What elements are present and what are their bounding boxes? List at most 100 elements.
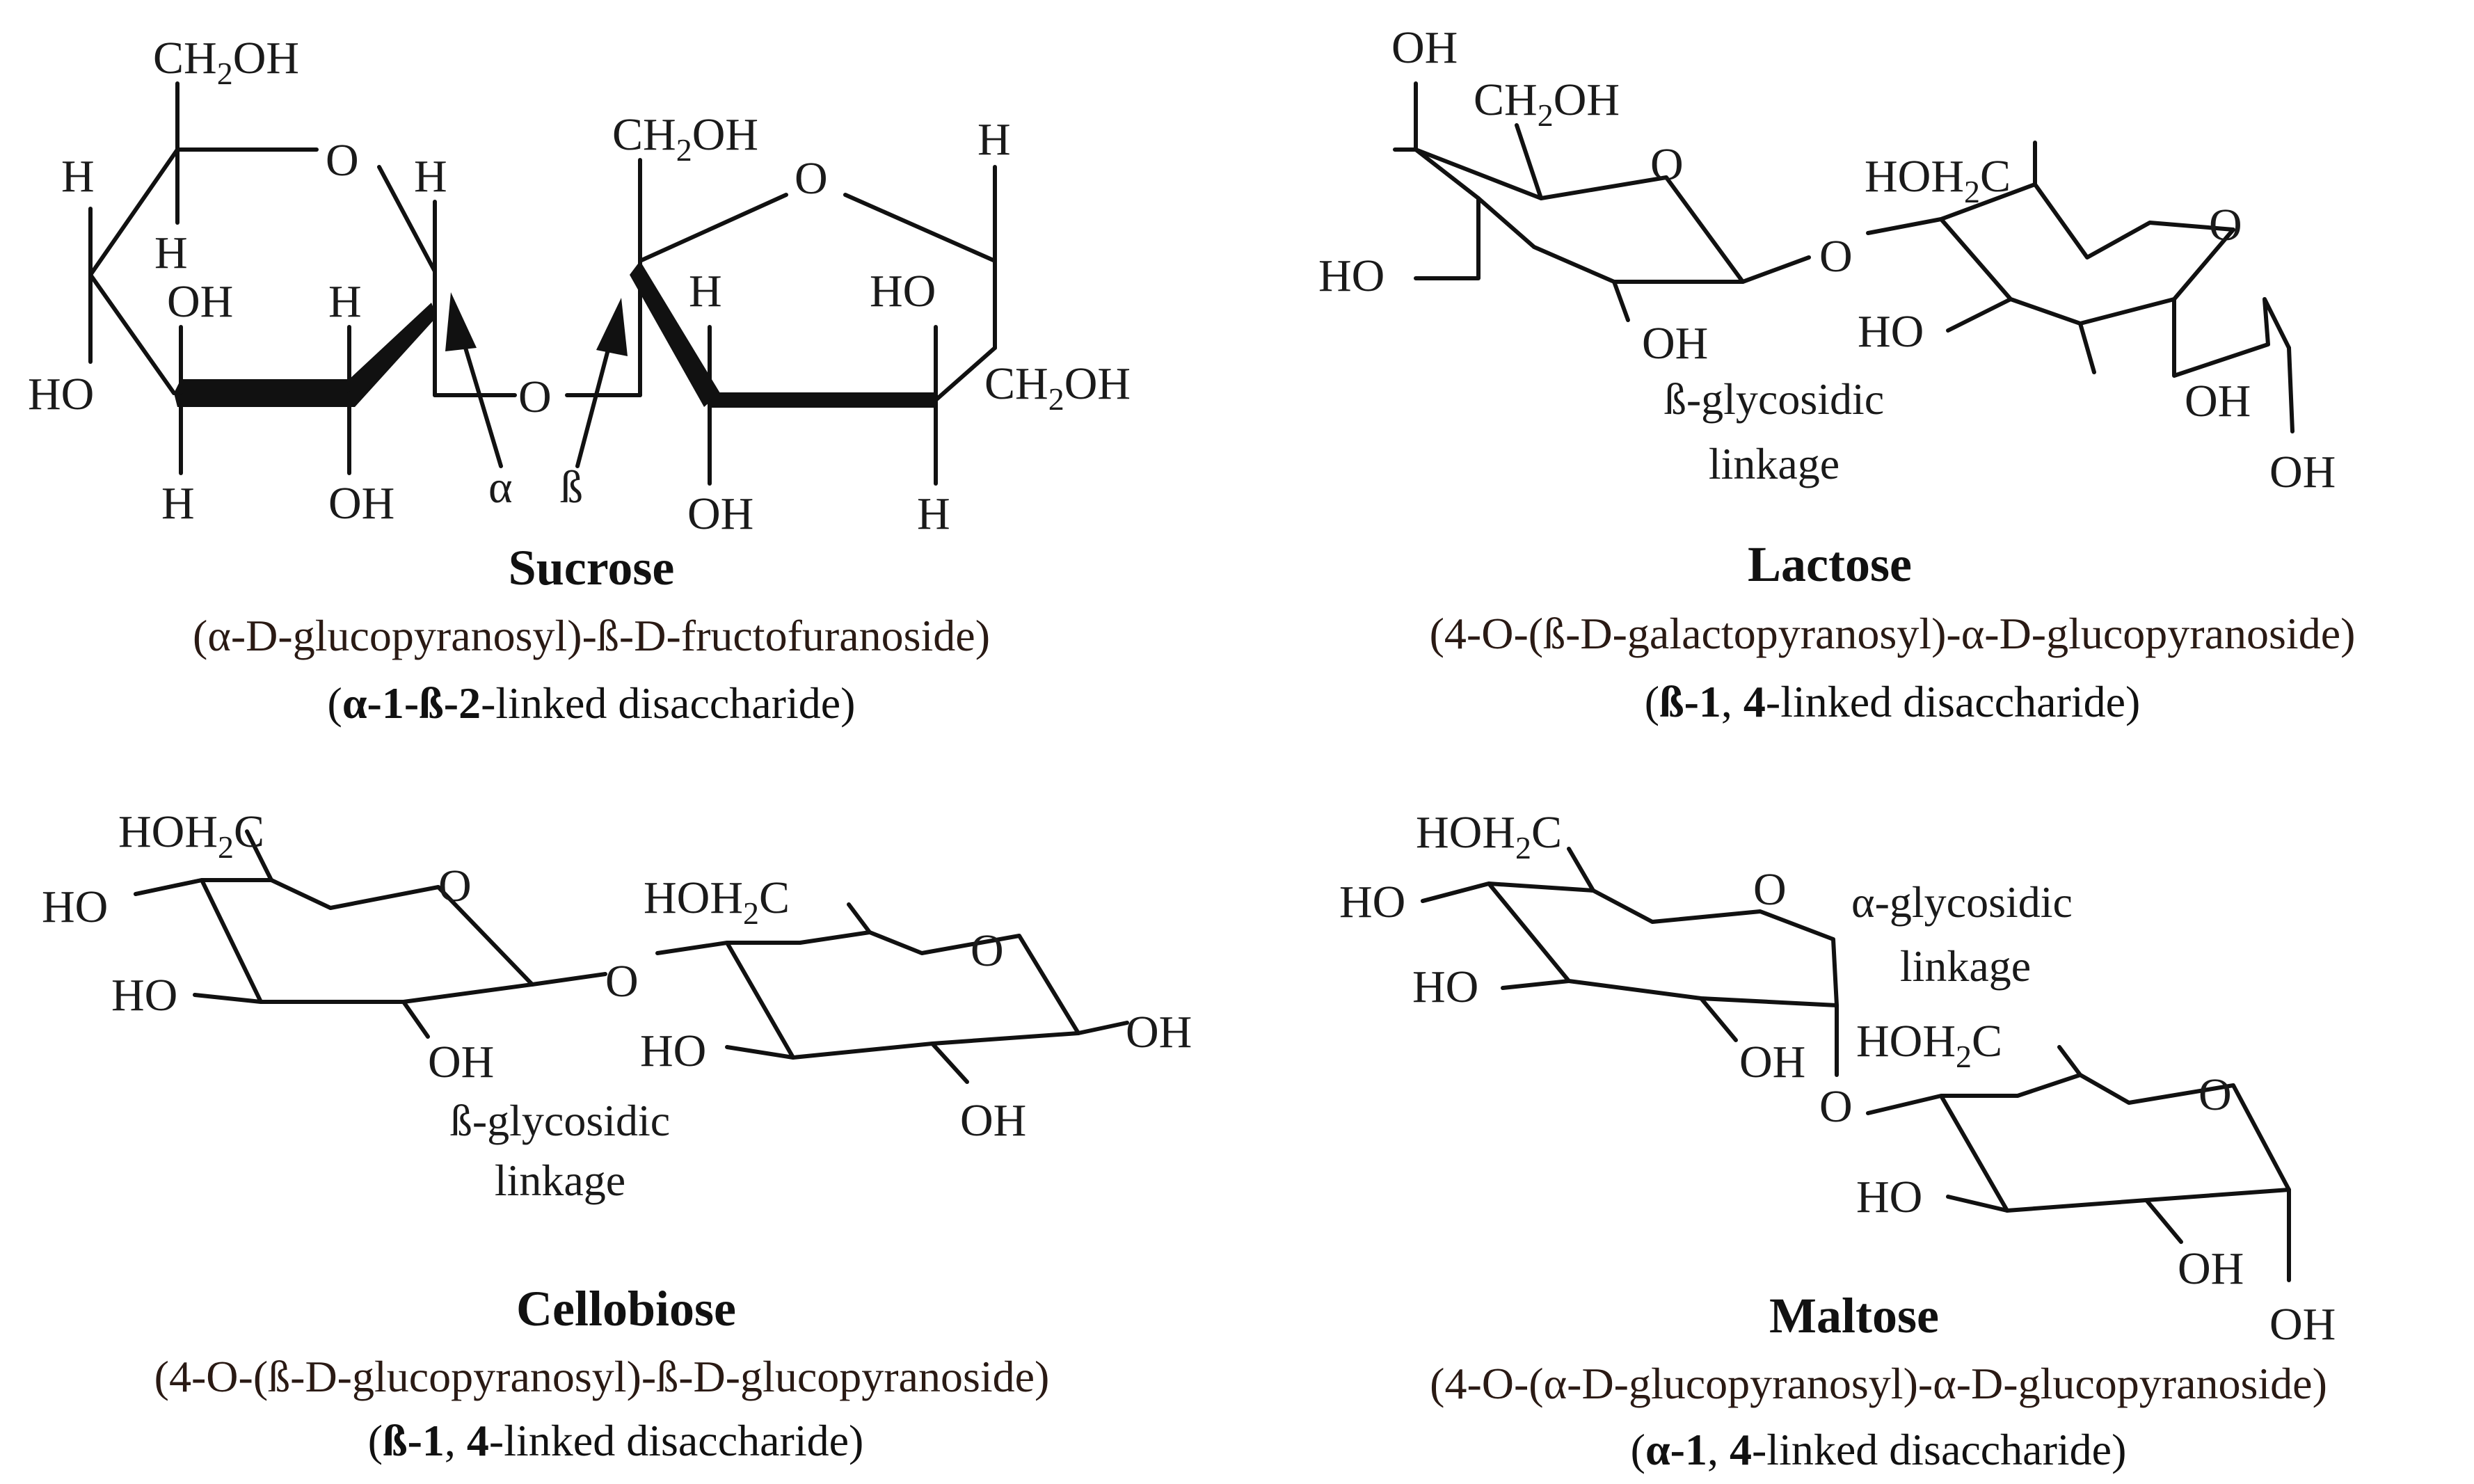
lactose-atom-label: HO xyxy=(1858,306,1924,357)
sucrose-atom-label: H xyxy=(328,276,362,327)
cellobiose-ring-oxygen-2: O xyxy=(971,925,1004,976)
cellobiose-atom-label: HO xyxy=(42,881,108,932)
sucrose-beta-arrowhead xyxy=(596,298,628,356)
maltose-ring-oxygen-2: O xyxy=(2198,1069,2232,1120)
sucrose-bond xyxy=(934,346,997,402)
cellobiose-title: Cellobiose xyxy=(516,1281,736,1337)
lactose-atom-label: OH xyxy=(1391,22,1458,73)
cellobiose-caption: Cellobiose (4-O-(ß-D-glucopyranosyl)-ß-D… xyxy=(154,1281,1050,1465)
lactose-ring-oxygen-2: O xyxy=(2209,200,2242,250)
maltose-glycosidic-label-line1: α-glycosidic xyxy=(1851,877,2073,927)
lactose-title: Lactose xyxy=(1748,536,1912,592)
sucrose-linkage: (α-1-ß-2-linked disaccharide) xyxy=(328,678,856,728)
sucrose-atom-label: CH2OH xyxy=(984,358,1131,417)
sucrose-atom-label: H xyxy=(917,488,950,539)
cellobiose-bond xyxy=(401,1000,430,1039)
maltose-bond xyxy=(2144,1198,2183,1244)
maltose-bond xyxy=(1946,1195,2009,1213)
cellobiose-bond xyxy=(245,829,273,882)
maltose-bond xyxy=(1501,979,1571,990)
sucrose-atom-label: HO xyxy=(28,369,94,420)
cellobiose-bond xyxy=(847,902,872,934)
maltose-title: Maltose xyxy=(1769,1288,1939,1343)
sucrose-systematic-name: (α-D-glucopyranosyl)-ß-D-fructofuranosid… xyxy=(193,611,990,660)
cellobiose-atom-label: HO xyxy=(640,1026,706,1076)
sucrose-ring-oxygen: O xyxy=(326,135,359,186)
cellobiose-atom-label: HO xyxy=(111,970,177,1021)
sucrose-bond xyxy=(377,165,437,273)
cellobiose-bond xyxy=(930,1042,969,1084)
sucrose-atom-label: OH xyxy=(328,478,394,529)
maltose-bond xyxy=(1421,881,1491,903)
maltose-ring-oxygen: O xyxy=(1753,864,1787,915)
sucrose-bond xyxy=(88,273,176,395)
sucrose-bond xyxy=(638,193,788,263)
cellobiose-glycosidic-oxygen: O xyxy=(605,956,639,1007)
maltose-atom-label: HO xyxy=(1856,1172,1922,1222)
sucrose-title: Sucrose xyxy=(509,540,675,596)
maltose-atom-label: HOH2C xyxy=(1416,807,1562,865)
cellobiose-glycosidic-label-line2: linkage xyxy=(495,1156,625,1205)
maltose-atom-label: OH xyxy=(1739,1037,1805,1087)
maltose-bond xyxy=(2057,1045,2082,1077)
cellobiose-atom-label: OH xyxy=(1126,1007,1192,1058)
cellobiose-atom-label: HOH2C xyxy=(644,872,790,931)
sucrose-atom-label: H xyxy=(977,114,1011,165)
maltose-atom-label: HO xyxy=(1339,877,1405,927)
cellobiose-ring-oxygen: O xyxy=(438,861,472,911)
sucrose-bond xyxy=(843,193,997,263)
maltose-atom-label: HO xyxy=(1412,962,1478,1012)
lactose-bond xyxy=(2078,321,2096,374)
sucrose-atom-label: H xyxy=(161,478,195,529)
sucrose-atom-label: CH2OH xyxy=(612,109,758,168)
lactose-atom-label: OH xyxy=(2269,447,2336,497)
maltose-linkage: (α-1, 4-linked disaccharide) xyxy=(1631,1425,2127,1474)
cellobiose-ring1 xyxy=(134,878,534,1004)
lactose-atom-label: HOH2C xyxy=(1865,151,2011,209)
cellobiose-ring2 xyxy=(655,930,1080,1060)
maltose-systematic-name: (4-O-(α-D-glucopyranosyl)-α-D-glucopyran… xyxy=(1430,1359,2327,1408)
cellobiose-bond xyxy=(1076,1021,1129,1035)
cellobiose-bond xyxy=(725,1045,795,1060)
sucrose-atom-label: H xyxy=(689,266,722,317)
sucrose-atom-label: OH xyxy=(687,488,753,539)
sucrose-fructose-left-wedge xyxy=(630,261,720,407)
cellobiose-glycosidic-label-line1: ß-glycosidic xyxy=(450,1096,670,1145)
sucrose-glucose-front-wedge-right xyxy=(275,303,437,407)
cellobiose-bond xyxy=(530,972,607,987)
maltose-ring2 xyxy=(1866,1073,2291,1213)
lactose-bond xyxy=(1946,297,2013,333)
lactose-glycosidic-oxygen: O xyxy=(1819,231,1853,282)
sucrose-alpha-arrow xyxy=(457,325,503,468)
cellobiose-linkage: (ß-1, 4-linked disaccharide) xyxy=(368,1416,864,1465)
maltose-ring1 xyxy=(1421,881,1839,1007)
lactose-systematic-name: (4-O-(ß-D-galactopyranosyl)-α-D-glucopyr… xyxy=(1430,609,2356,658)
lactose-ring2 xyxy=(1866,182,2235,326)
lactose-bond xyxy=(2287,346,2295,433)
lactose-atom-label: CH2OH xyxy=(1474,74,1620,133)
sucrose-bond xyxy=(88,147,179,277)
lactose-atom-label: OH xyxy=(1642,318,1708,369)
sucrose-atom-label: H xyxy=(414,151,447,202)
lactose-bond xyxy=(2172,297,2291,378)
cellobiose-bond xyxy=(193,993,263,1004)
maltose-atom-label: HOH2C xyxy=(1856,1016,2002,1074)
maltose-bond xyxy=(1699,996,1738,1042)
lactose-structure: OH CH2OH O HO OH O HOH2C O HO OH OH ß-gl… xyxy=(1318,22,2336,497)
sucrose-atom-label: H xyxy=(61,151,95,202)
sucrose-beta-label: ß xyxy=(560,462,583,513)
lactose-bond xyxy=(1414,196,1481,280)
lactose-bond xyxy=(1612,280,1630,322)
cellobiose-structure: HOH2C O HO HO OH O HOH2C O HO OH OH ß-gl… xyxy=(42,806,1192,1205)
sucrose-glycosidic-oxygen: O xyxy=(518,372,552,422)
sucrose-atom-label: HO xyxy=(870,266,936,317)
sucrose-alpha-arrowhead xyxy=(445,292,477,351)
lactose-linkage: (ß-1, 4-linked disaccharide) xyxy=(1645,677,2141,726)
cellobiose-systematic-name: (4-O-(ß-D-glucopyranosyl)-ß-D-glucopyran… xyxy=(154,1352,1050,1401)
sucrose-glucose-front-wedge xyxy=(174,379,275,407)
sucrose-ring-oxygen-fructose: O xyxy=(795,153,828,204)
sucrose-beta-arrow xyxy=(575,332,614,468)
cellobiose-atom-label: HOH2C xyxy=(118,806,264,865)
